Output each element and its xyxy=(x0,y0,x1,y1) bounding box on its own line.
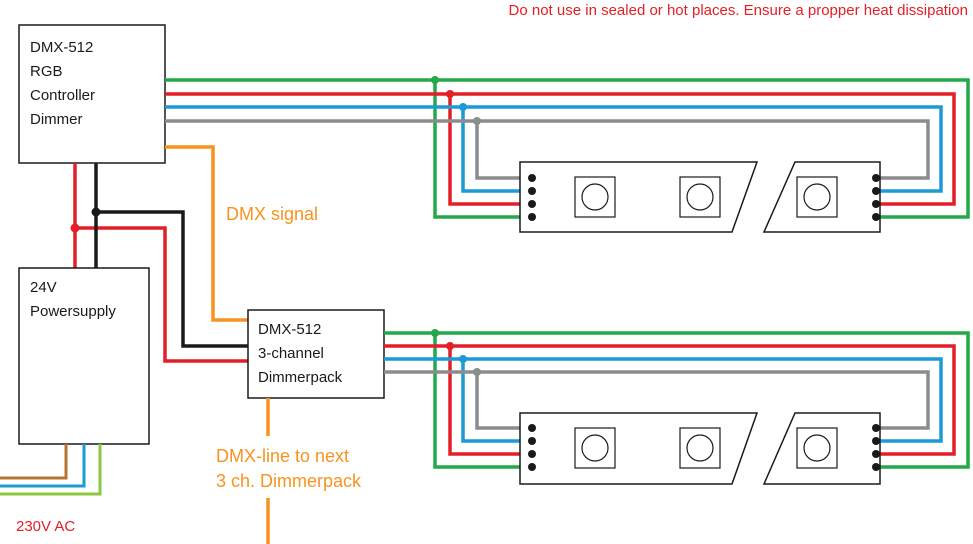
power-wires xyxy=(73,163,248,363)
top-junction-dots xyxy=(431,76,481,125)
led-chip xyxy=(679,176,721,218)
top-led-strip xyxy=(519,161,881,233)
green-wire xyxy=(433,80,532,219)
bottom-junction-dots xyxy=(431,329,481,376)
led-chip xyxy=(679,427,721,469)
red-junction-dot xyxy=(70,223,80,233)
led-chip xyxy=(796,427,838,469)
blue-wire xyxy=(461,107,532,193)
led-strip-segment xyxy=(519,412,759,485)
top-rgb-wires xyxy=(165,78,970,219)
black-junction-dot xyxy=(91,207,101,217)
red-wire xyxy=(384,344,956,456)
led-strip-segment xyxy=(519,161,759,233)
grey-wire xyxy=(384,370,930,430)
bottom-led-strip xyxy=(519,412,881,485)
green-wire xyxy=(433,333,532,469)
powersupply-label: 24V Powersupply xyxy=(30,279,116,320)
mains-label: 230V AC xyxy=(16,518,75,535)
red-wire xyxy=(448,346,532,456)
green-wire xyxy=(165,78,970,219)
blue-wire xyxy=(165,105,943,193)
green-wire xyxy=(384,331,970,469)
dmx-signal-wire xyxy=(165,145,248,322)
green-mains-wire xyxy=(0,444,102,496)
grey-wire xyxy=(165,119,930,180)
warning-text: Do not use in sealed or hot places. Ensu… xyxy=(509,2,968,19)
led-chip xyxy=(796,176,838,218)
led-chip xyxy=(574,427,616,469)
blue-wire xyxy=(461,359,532,443)
controller-box xyxy=(18,24,166,164)
blue-wire xyxy=(384,357,943,443)
controller-label: DMX-512 RGB Controller Dimmer xyxy=(30,39,99,128)
led-chip xyxy=(574,176,616,218)
grey-wire xyxy=(475,372,532,430)
blue-mains-wire xyxy=(0,444,86,488)
grey-wire xyxy=(475,121,532,180)
red-power-wire xyxy=(75,226,248,363)
dimmerpack-box xyxy=(247,309,385,399)
red-wire xyxy=(165,92,956,206)
dmx-next-label: DMX-line to next 3 ch. Dimmerpack xyxy=(216,446,362,491)
black-power-wire xyxy=(96,210,248,348)
brown-mains-wire xyxy=(0,444,68,480)
red-wire xyxy=(448,94,532,206)
mains-wires xyxy=(0,444,102,496)
dimmerpack-label: DMX-512 3-channel Dimmerpack xyxy=(258,321,343,386)
powersupply-box xyxy=(18,267,150,445)
dmx-signal-label: DMX signal xyxy=(226,204,318,224)
bottom-rgb-wires xyxy=(384,331,970,469)
